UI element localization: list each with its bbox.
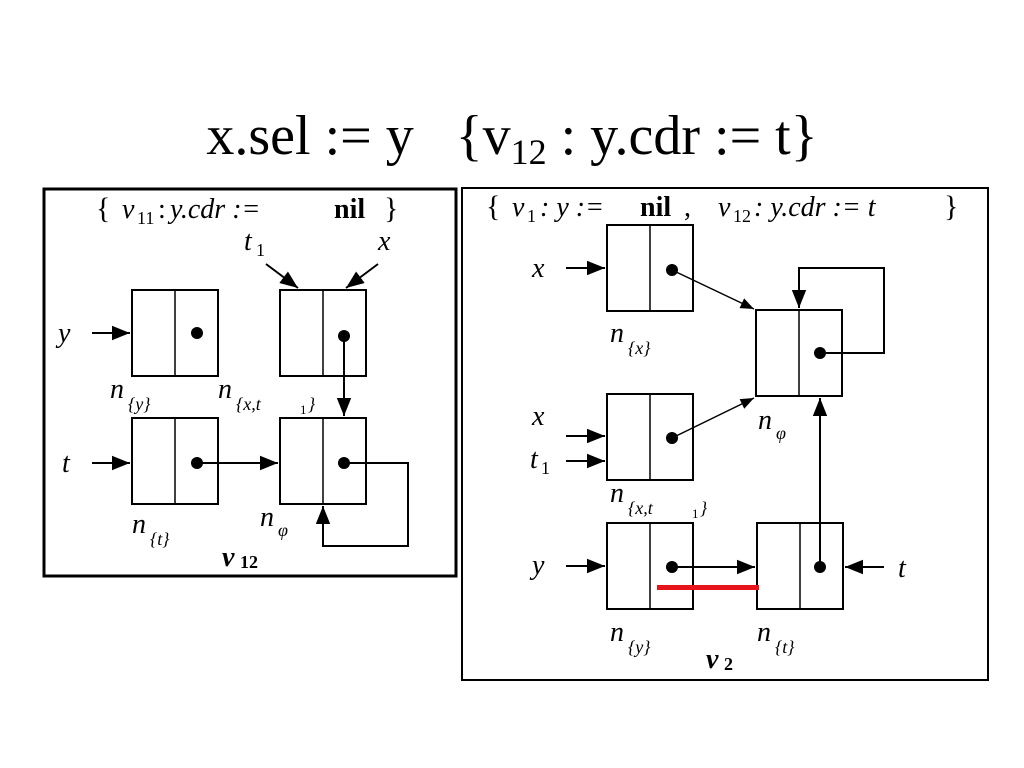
left-header-var-sub: 11	[137, 208, 154, 228]
right-nodelabel-nt-sub: {t}	[775, 637, 795, 657]
right-header-v12: v	[718, 192, 731, 223]
left-nodelabel-nxt1: n	[218, 374, 232, 405]
left-header-colon: :	[158, 194, 166, 225]
right-nodelabel-ny-sub: {y}	[628, 637, 651, 657]
left-nodelabel-nt-sub: {t}	[150, 529, 170, 549]
right-node-nt	[756, 522, 844, 610]
title-subscript: 12	[510, 132, 547, 172]
left-caption-v: v	[222, 542, 235, 573]
right-header-nil: nil	[640, 192, 671, 223]
left-label-x: x	[377, 226, 391, 257]
left-caption-sub: 12	[240, 552, 258, 572]
right-edge-nphi-self-loop	[791, 267, 885, 354]
right-header-comma: ,	[684, 192, 691, 223]
right-nodelabel-nt: n	[757, 617, 771, 648]
left-nodelabel-nphi-sub: φ	[278, 520, 288, 540]
left-nodelabel-nxt1-sub: {x,t	[236, 394, 262, 414]
right-header: { v 1 : y := nil , v 12 : y.cdr := t }	[486, 190, 958, 226]
left-edge-t1-to-nxt1	[265, 263, 299, 289]
left-label-t1-sub: 1	[256, 240, 265, 260]
left-node-nt	[131, 417, 219, 505]
right-nodelabel-nxt1-sub2: 1	[692, 506, 699, 521]
left-header-expr: y.cdr :=	[167, 194, 260, 225]
right-node-nx	[606, 224, 694, 312]
left-header-var: v	[122, 194, 135, 225]
right-nodelabel-nphi: n	[758, 405, 772, 436]
right-edge-nxt1-to-nphi	[671, 397, 755, 439]
right-nodelabel-nxt1-sub: {x,t	[628, 498, 654, 518]
right-nodelabel-nx: n	[610, 318, 624, 349]
right-header-open-brace: {	[486, 190, 500, 223]
left-node-ny	[131, 289, 219, 377]
left-header-open-brace: {	[96, 192, 110, 225]
left-panel-frame	[42, 187, 458, 578]
left-edge-nphi-self-loop	[315, 462, 409, 547]
left-nodelabel-nphi: n	[260, 502, 274, 533]
left-nodelabel-nt: n	[132, 509, 146, 540]
left-edge-x-to-nxt1	[345, 263, 379, 289]
left-nodelabel-nxt1-sub2: 1	[300, 402, 307, 417]
left-header-nil: nil	[334, 194, 365, 225]
right-header-v12-sub: 12	[733, 206, 751, 226]
right-label-t: t	[898, 553, 907, 584]
left-header: { v 11 : y.cdr := nil }	[96, 192, 398, 228]
right-header-expr1: : y :=	[540, 192, 604, 223]
left-node-nxt1	[279, 289, 367, 377]
left-header-close-brace: }	[384, 192, 398, 225]
right-label-x-mid: x	[531, 401, 545, 432]
right-nodelabel-nphi-sub: φ	[776, 423, 786, 443]
slide-title: x.sel := y {v12 : y.cdr := t}	[0, 105, 1024, 170]
right-nodelabel-ny: n	[610, 617, 624, 648]
right-nodelabel-nxt1: n	[610, 478, 624, 509]
right-edge-nx-to-nphi	[671, 269, 755, 310]
right-node-nxt1	[606, 393, 694, 481]
right-panel-frame	[461, 187, 989, 681]
right-header-close-brace: }	[944, 190, 958, 223]
left-panel: { v 11 : y.cdr := nil }	[42, 187, 458, 578]
right-label-x-top: x	[531, 253, 545, 284]
left-label-t: t	[62, 448, 71, 479]
right-label-y: y	[529, 550, 545, 581]
highlight-bar	[657, 585, 759, 590]
right-label-t1: t	[530, 444, 539, 475]
right-caption-sub: 2	[724, 654, 733, 674]
left-label-y: y	[55, 318, 71, 349]
left-node-nphi	[279, 417, 367, 505]
right-nodelabel-nx-sub: {x}	[628, 338, 651, 358]
left-nodelabel-ny-sub: {y}	[128, 394, 151, 414]
right-caption-v: v	[706, 644, 719, 675]
right-panel: { v 1 : y := nil , v 12 : y.cdr := t }	[461, 187, 989, 681]
title-rest: : y.cdr := t}	[546, 105, 818, 167]
title-main: x.sel := y {v	[206, 105, 511, 167]
right-nodelabel-nxt1-sub3: }	[700, 498, 708, 518]
right-header-expr2: : y.cdr := t	[754, 192, 877, 223]
right-header-v1: v	[512, 192, 525, 223]
right-label-t1-sub: 1	[541, 458, 550, 478]
right-header-v1-sub: 1	[527, 206, 536, 226]
left-nodelabel-ny: n	[110, 374, 124, 405]
left-label-t1: t	[244, 226, 253, 257]
left-nodelabel-nxt1-sub3: }	[308, 394, 316, 414]
